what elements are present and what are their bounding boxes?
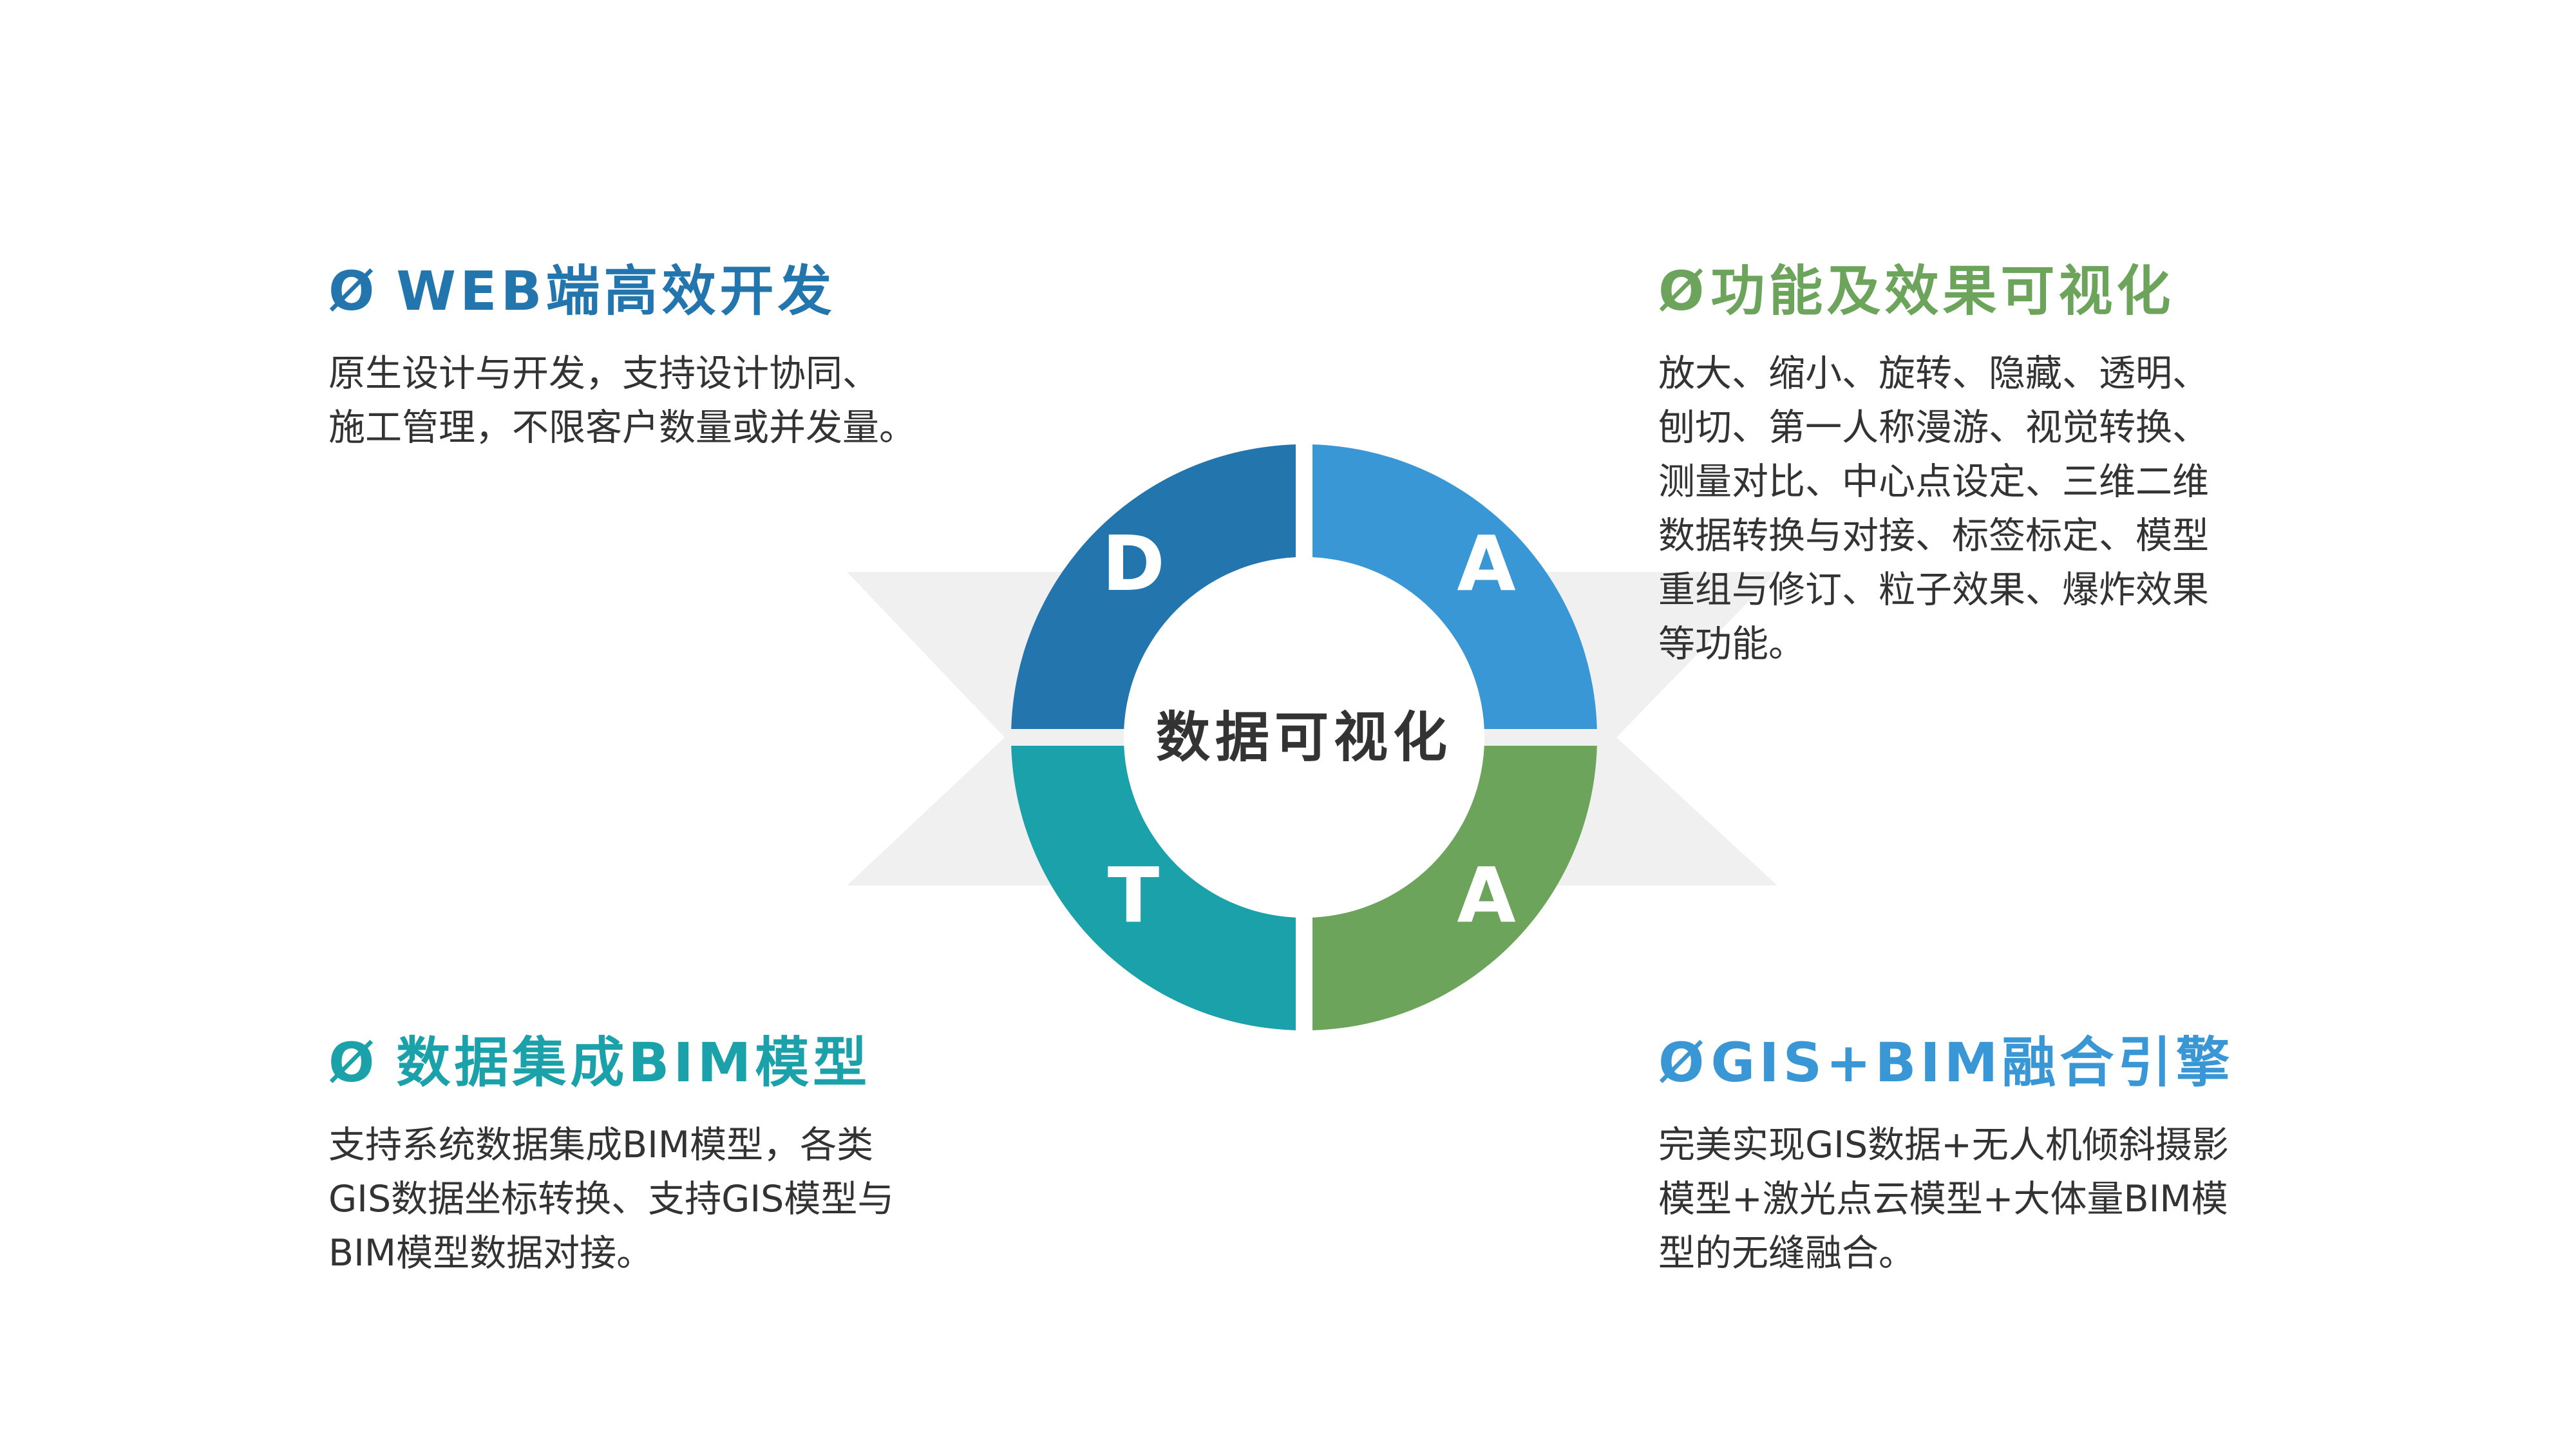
ring-letter: T [1108, 851, 1160, 940]
description-line: 完美实现GIS数据+无人机倾斜摄影 [1658, 1124, 2229, 1166]
ring-letter: A [1457, 519, 1515, 608]
bullet-icon: Ø [1658, 1031, 1709, 1094]
feature-title-text: WEB端高效开发 [396, 260, 836, 323]
description-line: 重组与修订、粒子效果、爆炸效果 [1658, 569, 2209, 611]
feature-description: 支持系统数据集成BIM模型，各类 GIS数据坐标转换、支持GIS模型与 BIM模型数… [328, 1118, 972, 1280]
description-line: 放大、缩小、旋转、隐藏、透明、 [1658, 352, 2209, 395]
ring-letter: A [1457, 851, 1515, 940]
feature-title-text: GIS+BIM融合引擎 [1710, 1031, 2234, 1094]
feature-description: 原生设计与开发，支持设计协同、施工管理，不限客户数量或并发量。 [328, 346, 972, 455]
description-line: 施工管理，不限客户数量或并发量。 [328, 406, 916, 449]
description-line: 等功能。 [1658, 623, 1805, 665]
description-line: 测量对比、中心点设定、三维二维 [1658, 460, 2209, 503]
description-line: 模型+激光点云模型+大体量BIM模 [1658, 1178, 2228, 1220]
description-line: 数据转换与对接、标签标定、模型 [1658, 515, 2209, 557]
ring-letters: D A T A [1102, 519, 1516, 940]
feature-title: ØGIS+BIM融合引擎 [1658, 1036, 2302, 1090]
description-line: 原生设计与开发，支持设计协同、 [328, 352, 879, 395]
description-line: 支持系统数据集成BIM模型，各类 [328, 1124, 874, 1166]
quadrant-a-bottom [1312, 746, 1597, 1030]
feature-block-gis-bim-engine: ØGIS+BIM融合引擎 完美实现GIS数据+无人机倾斜摄影模型+激光点云模型+… [1658, 1036, 2302, 1280]
bullet-icon: Ø [1658, 260, 1709, 323]
quadrant-t [1011, 746, 1296, 1030]
feature-title: Ø功能及效果可视化 [1658, 264, 2302, 318]
feature-description: 完美实现GIS数据+无人机倾斜摄影模型+激光点云模型+大体量BIM模型的无缝融合… [1658, 1118, 2302, 1280]
ring-letter: D [1102, 519, 1165, 608]
bullet-icon: Ø [328, 1031, 379, 1094]
bullet-icon: Ø [328, 260, 379, 323]
feature-title-text: 功能及效果可视化 [1710, 260, 2175, 323]
feature-block-function-visualization: Ø功能及效果可视化 放大、缩小、旋转、隐藏、透明、刨切、第一人称漫游、视觉转换、… [1658, 264, 2302, 671]
description-line: 型的无缝融合。 [1658, 1232, 1915, 1274]
description-line: GIS数据坐标转换、支持GIS模型与 [328, 1178, 895, 1220]
description-line: BIM模型数据对接。 [328, 1232, 654, 1274]
center-circle [1124, 557, 1484, 918]
ring-quadrants [1011, 444, 1597, 1030]
feature-description: 放大、缩小、旋转、隐藏、透明、刨切、第一人称漫游、视觉转换、测量对比、中心点设定… [1658, 346, 2302, 671]
quadrant-a-top [1312, 444, 1597, 729]
description-line: 刨切、第一人称漫游、视觉转换、 [1658, 406, 2209, 449]
feature-title-text: 数据集成BIM模型 [396, 1031, 871, 1094]
quadrant-d [1011, 444, 1296, 729]
center-label: 数据可视化 [1156, 706, 1452, 769]
